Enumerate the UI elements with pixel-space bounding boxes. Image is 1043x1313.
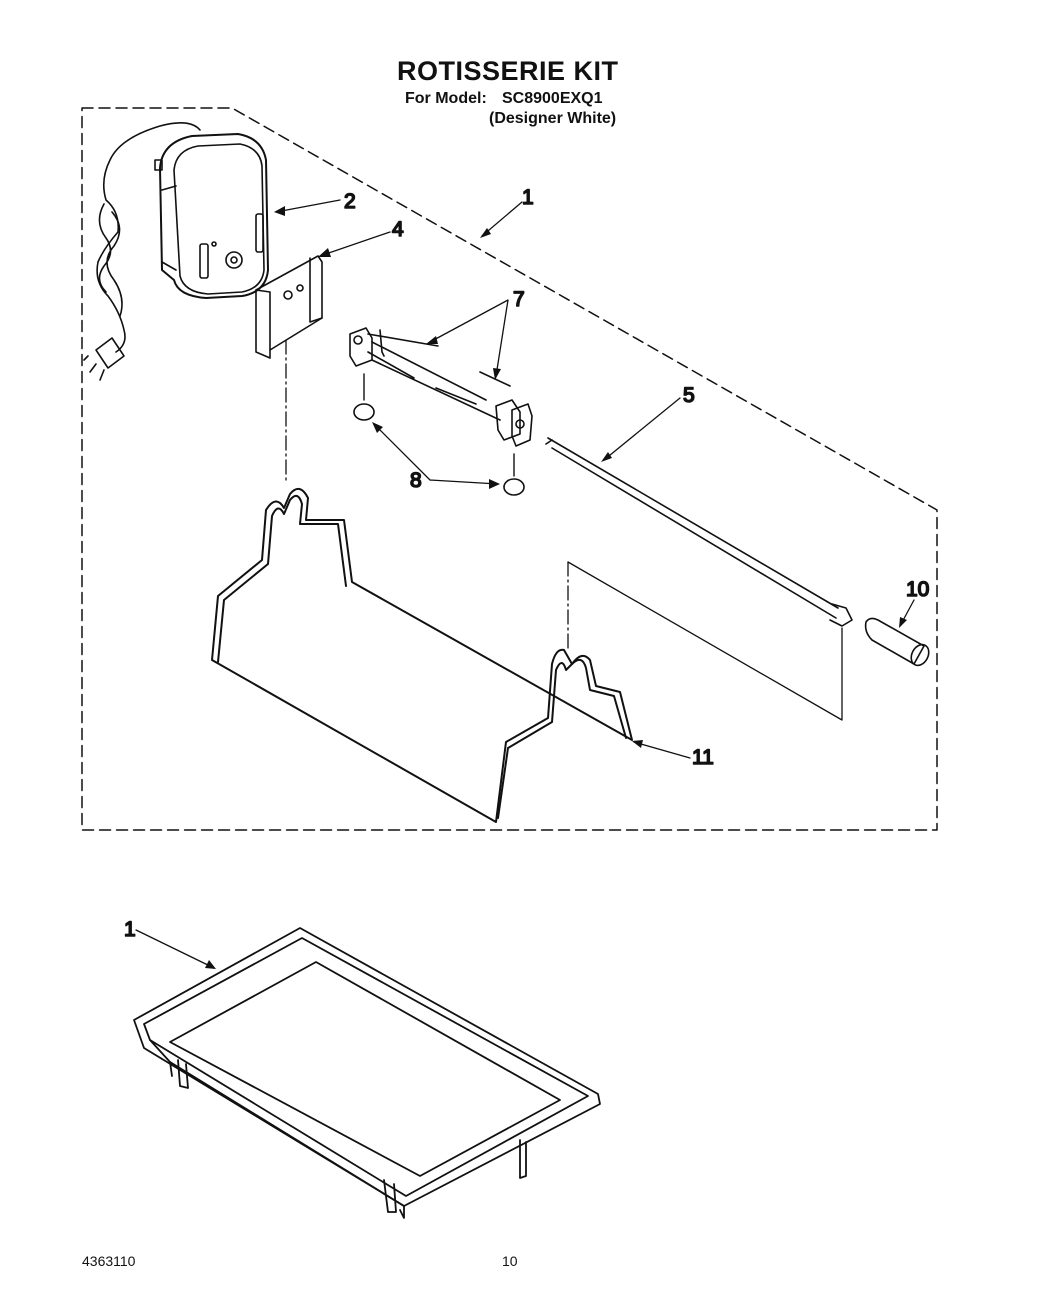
callout-2: 2 [344, 190, 356, 213]
leader-arrowheads [205, 206, 907, 969]
model-label: For Model: [405, 90, 487, 107]
callout-11: 11 [692, 746, 714, 769]
leader-lines [135, 199, 915, 969]
rotisserie-rack-icon [211, 487, 633, 823]
spit-rod-icon [545, 437, 853, 627]
callout-7: 7 [513, 288, 525, 311]
model-finish: (Designer White) [489, 110, 617, 127]
drip-pan-icon [133, 927, 601, 1219]
callout-1-kit: 1 [522, 186, 534, 209]
motor-icon [83, 122, 269, 381]
callout-5: 5 [683, 384, 695, 407]
document-number: 4363110 [82, 1253, 136, 1269]
callout-8: 8 [410, 469, 422, 492]
page-number: 10 [502, 1253, 518, 1269]
model-number: SC8900EXQ1 [502, 90, 603, 107]
page-title: ROTISSERIE KIT [397, 56, 619, 86]
callout-10: 10 [906, 578, 929, 601]
rack-end-outline [567, 561, 843, 721]
callout-1-pan: 1 [124, 918, 136, 941]
spit-forks-icon [349, 327, 533, 496]
alignment-lines [285, 339, 569, 649]
spit-handle-icon [864, 617, 930, 667]
kit-boundary [81, 107, 938, 831]
motor-bracket-icon [255, 255, 323, 359]
callout-4: 4 [392, 218, 404, 241]
